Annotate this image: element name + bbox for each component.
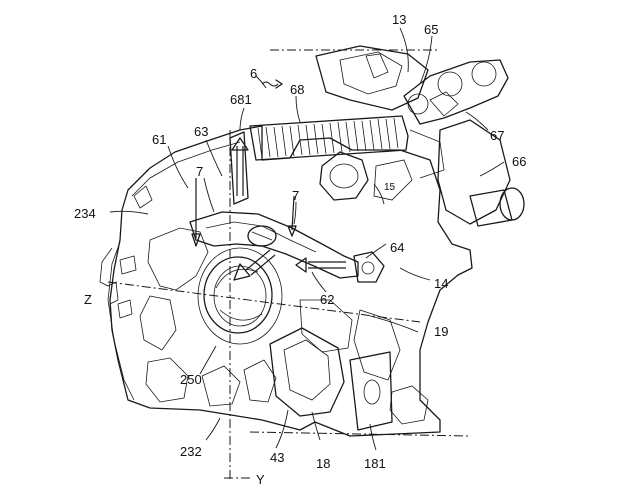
label-62: 62 [320, 292, 334, 307]
label-13: 13 [392, 12, 406, 27]
label-181: 181 [364, 456, 386, 471]
leader-lines [109, 27, 505, 451]
reference-labels: 13 65 6 681 68 67 61 63 66 7 7 15 234 64… [74, 12, 526, 487]
label-6: 6 [250, 66, 257, 81]
label-68: 68 [290, 82, 304, 97]
crank-bore [197, 247, 283, 345]
valve-15 [319, 151, 413, 201]
pipe-assembly [403, 59, 525, 227]
label-234: 234 [74, 206, 96, 221]
top-cover [315, 45, 429, 111]
label-14: 14 [434, 276, 448, 291]
lower-part-18 [269, 327, 393, 431]
label-65: 65 [424, 22, 438, 37]
label-y: Y [256, 472, 265, 487]
hose-68 [249, 115, 409, 161]
label-250: 250 [180, 372, 202, 387]
label-681: 681 [230, 92, 252, 107]
label-6-arrow [261, 81, 279, 87]
label-7-left: 7 [196, 164, 203, 179]
label-61: 61 [152, 132, 166, 147]
center-lines [107, 49, 471, 482]
label-z: Z [84, 292, 92, 307]
label-7-right: 7 [292, 188, 299, 203]
breather-passage [189, 131, 385, 283]
label-66: 66 [512, 154, 526, 169]
label-15: 15 [384, 182, 396, 193]
label-43: 43 [270, 450, 284, 465]
label-19: 19 [434, 324, 448, 339]
label-6-arrow-head [275, 79, 283, 89]
label-67: 67 [490, 128, 504, 143]
label-232: 232 [180, 444, 202, 459]
label-64: 64 [390, 240, 404, 255]
horizontal-center-line-z [107, 281, 421, 323]
label-18: 18 [316, 456, 330, 471]
label-63: 63 [194, 124, 208, 139]
flow-arrows [191, 137, 346, 281]
engine-block [99, 125, 473, 437]
